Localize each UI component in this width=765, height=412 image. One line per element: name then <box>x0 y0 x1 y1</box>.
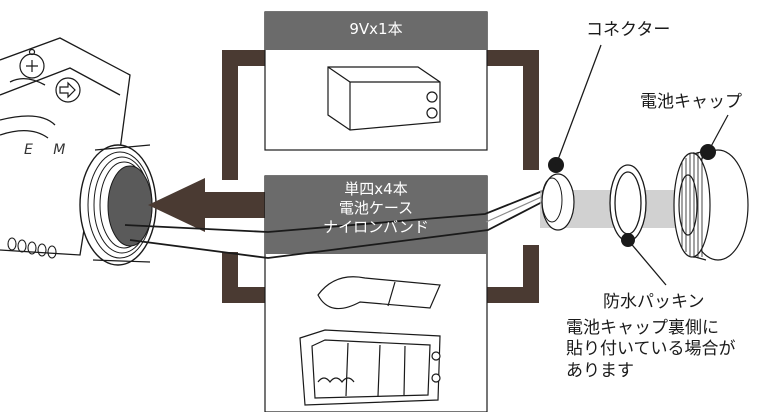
battery-cap <box>673 114 749 261</box>
waterproof-packing <box>609 164 667 286</box>
connector <box>541 44 602 231</box>
note-line-1: 電池キャップ裏側に <box>566 318 719 338</box>
bottom-box-header: 単四x4本 電池ケース ナイロンバンド <box>265 180 487 236</box>
plus-icon <box>19 48 45 79</box>
note-line-2: 貼り付いている場合が <box>566 339 736 360</box>
note: 電池キャップ裏側に 貼り付いている場合が あります <box>566 318 736 382</box>
bottom-header-line-1: 単四x4本 <box>344 180 408 198</box>
insert-arrow <box>148 178 268 232</box>
device-letters: E M <box>24 142 74 158</box>
bottom-header-line-3: ナイロンバンド <box>323 217 429 236</box>
device-bottom-studs <box>7 237 57 259</box>
battery-case <box>299 329 441 406</box>
battery-cap-label: 電池キャップ <box>640 92 742 112</box>
waterproof-packing-label: 防水パッキン <box>603 292 705 312</box>
right-arrow-icon <box>55 77 81 103</box>
frame <box>222 50 539 303</box>
top-box-header-label: 9Vx1本 <box>349 20 403 38</box>
9v-battery <box>327 66 441 131</box>
battery-port <box>79 144 157 266</box>
lead-wires <box>124 189 551 259</box>
top-box-header: 9Vx1本 <box>265 20 487 39</box>
bottom-header-line-2: 電池ケース <box>338 198 414 217</box>
connector-label: コネクター <box>586 20 671 40</box>
note-line-3: あります <box>566 360 634 381</box>
nylon-band <box>317 276 441 310</box>
